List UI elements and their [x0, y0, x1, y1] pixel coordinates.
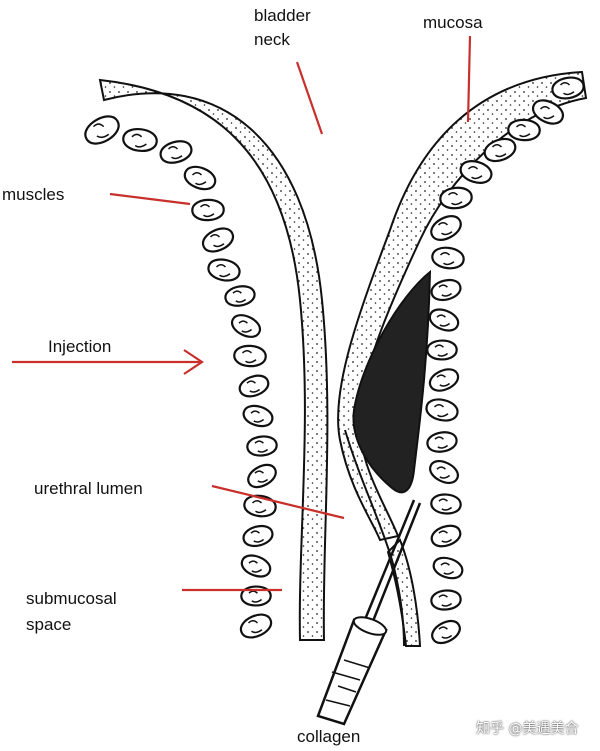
muscle-cell — [426, 339, 458, 361]
muscle-cell-texture — [254, 470, 269, 483]
label-bladder-neck: bladder neck — [254, 6, 311, 49]
pointer-urethral-lumen — [211, 484, 345, 520]
muscle-cell — [483, 138, 517, 162]
muscle-cell-texture — [439, 252, 455, 266]
label-muscles: muscles — [2, 185, 65, 204]
muscle-cell-texture — [215, 264, 231, 278]
muscle-cell-texture — [254, 440, 269, 453]
muscle-cell — [439, 186, 473, 210]
muscle-cell — [224, 285, 256, 307]
muscle-cell — [246, 435, 278, 457]
muscle-cell — [551, 76, 585, 100]
muscle-cell — [507, 118, 541, 142]
muscle-cell-texture — [436, 466, 451, 479]
muscle-cell — [207, 258, 241, 282]
label-collagen: collagen — [297, 727, 361, 746]
label-submucosal-space: submucosal space — [26, 589, 117, 634]
pointer-bladder-neck — [295, 61, 324, 135]
label-injection: Injection — [48, 337, 112, 356]
muscle-cell — [201, 227, 235, 253]
label-urethral-lumen: urethral lumen — [34, 479, 143, 498]
muscle-cell — [432, 556, 464, 580]
muscle-cell-texture — [438, 284, 453, 297]
muscle-cell — [159, 140, 193, 164]
muscle-cell — [240, 585, 272, 607]
muscle-cell-texture — [191, 172, 207, 186]
label-mucosa: mucosa — [423, 13, 483, 32]
muscle-cell — [238, 374, 270, 398]
muscle-cell — [242, 404, 274, 428]
muscle-cell — [532, 99, 564, 125]
muscle-cell — [430, 524, 462, 548]
collagen-syringe — [316, 499, 422, 726]
muscle-cell-texture — [467, 166, 483, 180]
muscle-cell — [240, 554, 272, 578]
muscle-cell — [430, 589, 462, 611]
muscle-cell — [430, 215, 462, 241]
muscle-cell — [247, 463, 277, 489]
muscle-cell-texture — [438, 498, 453, 511]
muscle-cell-texture — [434, 436, 449, 449]
muscle-cell-texture — [491, 144, 507, 158]
muscle-cell — [429, 460, 459, 484]
muscle-cell — [430, 278, 462, 302]
muscle-cell-texture — [199, 204, 215, 218]
muscle-cell — [84, 115, 120, 145]
muscle-cell-texture — [438, 594, 453, 607]
muscle-cell — [122, 128, 158, 152]
muscle-cell-texture — [447, 192, 463, 206]
muscle-cell-texture — [209, 234, 225, 248]
muscle-cell — [426, 431, 458, 453]
muscle-cell — [242, 524, 274, 548]
muscle-cell-texture — [436, 374, 451, 387]
muscle-cell-texture — [437, 222, 453, 236]
muscle-layer — [84, 76, 585, 645]
muscle-cell-texture — [250, 530, 265, 543]
muscle-cell-texture — [438, 530, 453, 543]
muscle-cell-texture — [247, 620, 263, 634]
muscle-cell-texture — [167, 146, 183, 160]
muscle-cell — [231, 314, 261, 338]
muscle-cell-texture — [438, 626, 453, 639]
muscle-cell — [431, 246, 465, 270]
muscle-cell — [431, 619, 461, 645]
muscle-cell-texture — [250, 410, 265, 423]
muscle-cell — [430, 493, 462, 515]
muscle-cell-texture — [92, 123, 110, 139]
muscle-cell-texture — [559, 82, 575, 96]
injection-arrowhead — [183, 349, 204, 375]
muscle-cell — [233, 344, 267, 368]
muscle-cell — [428, 308, 460, 332]
muscle-cell — [191, 198, 225, 222]
urethral-lumen-line — [344, 429, 405, 647]
muscle-cell-texture — [131, 133, 147, 148]
muscle-cell-texture — [246, 380, 261, 393]
muscle-cell-texture — [238, 320, 253, 333]
muscle-cell — [428, 368, 460, 392]
muscle-cell-texture — [232, 290, 247, 303]
muscle-cell-texture — [539, 106, 555, 120]
muscle-cell-texture — [436, 314, 451, 327]
muscle-cell — [459, 160, 493, 184]
muscle-cell — [425, 398, 459, 422]
muscle-cell-texture — [251, 500, 267, 514]
muscle-cell-texture — [433, 404, 449, 418]
muscle-cell-texture — [434, 344, 449, 357]
muscle-cell — [239, 613, 273, 639]
muscle-cell-texture — [515, 124, 531, 138]
collagen-implant — [352, 269, 432, 494]
muscle-cell-texture — [241, 350, 257, 364]
muscle-cell-texture — [248, 560, 263, 573]
watermark-text: 知乎 @美遇美合 — [476, 721, 579, 737]
pointer-muscles — [109, 192, 191, 206]
left-mucosa-band — [98, 78, 329, 641]
muscle-cell — [183, 165, 217, 191]
muscle-cell-texture — [440, 562, 455, 575]
pointer-mucosa — [466, 35, 472, 123]
label-pointers — [12, 35, 472, 592]
